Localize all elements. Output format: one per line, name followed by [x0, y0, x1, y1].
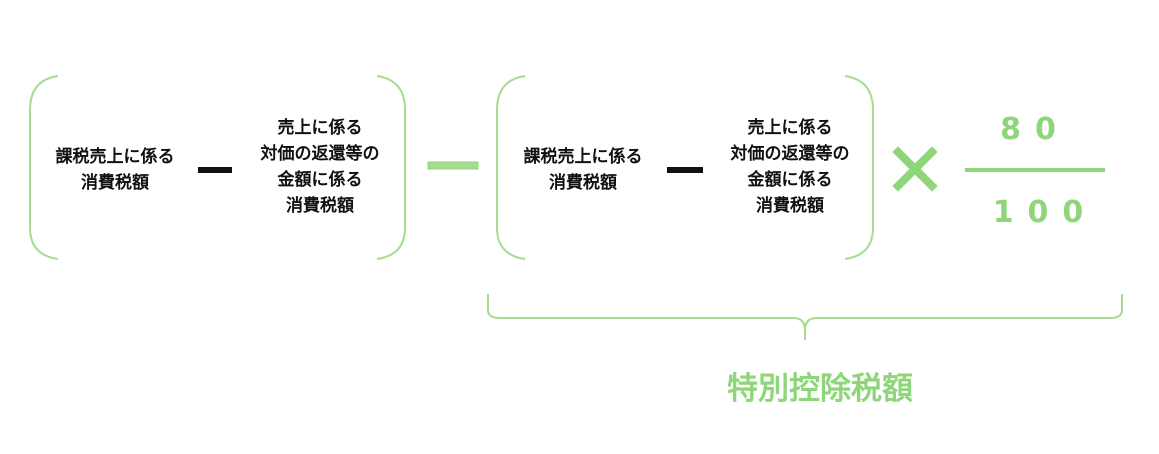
text-line: 消費税額	[286, 196, 354, 216]
left-paren-1	[29, 75, 59, 260]
text-line: 金額に係る	[277, 170, 363, 190]
text-line: 対価の返還等の	[730, 144, 850, 164]
text-line: 課税売上に係る	[55, 147, 175, 167]
group1-left-text: 課税売上に係る 消費税額	[56, 144, 175, 196]
minus-sign-green	[427, 161, 479, 170]
text-line: 消費税額	[756, 196, 824, 216]
text-line: 売上に係る	[747, 118, 833, 138]
text-line: 課税売上に係る	[523, 147, 643, 167]
fraction-numerator: 80	[1000, 112, 1070, 147]
minus-sign	[198, 167, 232, 173]
fraction-denominator: 100	[992, 195, 1098, 230]
text-line: 対価の返還等の	[260, 144, 380, 164]
text-line: 売上に係る	[277, 118, 363, 138]
minus-sign	[667, 167, 703, 173]
multiply-icon	[892, 146, 938, 192]
group2-right-text: 売上に係る 対価の返還等の 金額に係る 消費税額	[731, 115, 850, 219]
fraction-line	[965, 168, 1105, 172]
left-paren-2	[496, 75, 526, 260]
text-line: 金額に係る	[747, 170, 833, 190]
curly-brace	[487, 294, 1123, 340]
text-line: 消費税額	[81, 173, 149, 193]
text-line: 消費税額	[549, 173, 617, 193]
right-paren-1	[376, 75, 406, 260]
group2-left-text: 課税売上に係る 消費税額	[524, 144, 643, 196]
brace-label: 特別控除税額	[727, 371, 913, 407]
group1-right-text: 売上に係る 対価の返還等の 金額に係る 消費税額	[261, 115, 380, 219]
right-paren-2	[844, 75, 874, 260]
